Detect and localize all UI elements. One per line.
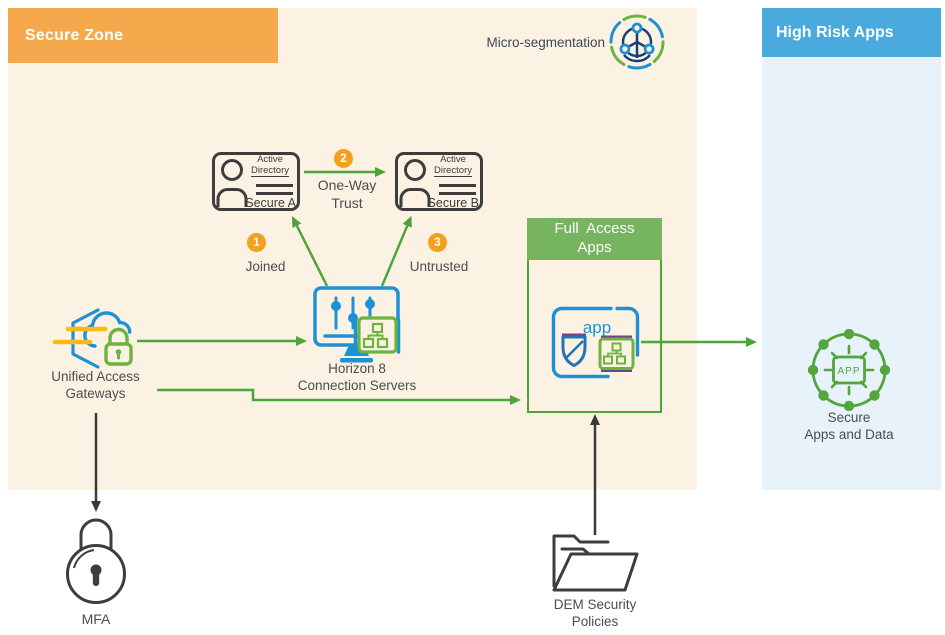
high-risk-title: High Risk Apps	[776, 23, 894, 41]
secure-apps-center-text: APP	[837, 366, 860, 377]
unified-access-gateway-icon	[52, 308, 133, 369]
ad-brand-label: Active Directory	[433, 154, 472, 178]
mfa-label: MFA	[81, 611, 111, 627]
horizon-label: Horizon 8 Connection Servers	[297, 361, 417, 394]
app-icon: app	[551, 306, 640, 379]
detail-line	[439, 192, 476, 195]
dem-folder-icon	[552, 534, 639, 592]
step-2-label: One-Way Trust	[317, 177, 377, 211]
domain-name: Secure A	[245, 196, 296, 210]
user-icon	[216, 159, 248, 207]
full-access-apps-header: Full Access Apps	[527, 218, 662, 260]
micro-segmentation-label: Micro-segmentation	[486, 35, 605, 50]
full-access-apps-box: Full Access Apps	[527, 218, 662, 413]
step-3-badge: 3	[428, 233, 447, 252]
high-risk-header: High Risk Apps	[762, 8, 941, 57]
detail-line	[256, 184, 293, 187]
step-2-badge: 2	[334, 149, 353, 168]
secure-zone-header: Secure Zone	[8, 8, 278, 63]
high-risk-panel	[762, 57, 941, 490]
ad-brand-label: Active Directory	[250, 154, 289, 178]
app-text: app	[583, 318, 611, 337]
active-directory-secure-a-card: Active Directory Secure A	[212, 152, 300, 211]
step-3-label: Untrusted	[409, 259, 469, 274]
step-1-badge: 1	[247, 233, 266, 252]
uag-label: Unified Access Gateways	[51, 369, 140, 402]
secure-apps-label: Secure Apps and Data	[804, 410, 894, 443]
step-1-label: Joined	[245, 259, 286, 274]
detail-line	[439, 184, 476, 187]
mfa-padlock-icon	[66, 518, 126, 604]
micro-segmentation-icon	[609, 14, 665, 70]
detail-line	[256, 192, 293, 195]
user-icon	[399, 159, 431, 207]
secure-zone-title: Secure Zone	[25, 26, 124, 44]
active-directory-secure-b-card: Active Directory Secure B	[395, 152, 483, 211]
secure-apps-and-data-icon: APP	[807, 329, 891, 411]
domain-name: Secure B	[427, 196, 479, 210]
horizon-connection-servers-icon	[313, 286, 401, 363]
dem-label: DEM Security Policies	[553, 597, 637, 630]
